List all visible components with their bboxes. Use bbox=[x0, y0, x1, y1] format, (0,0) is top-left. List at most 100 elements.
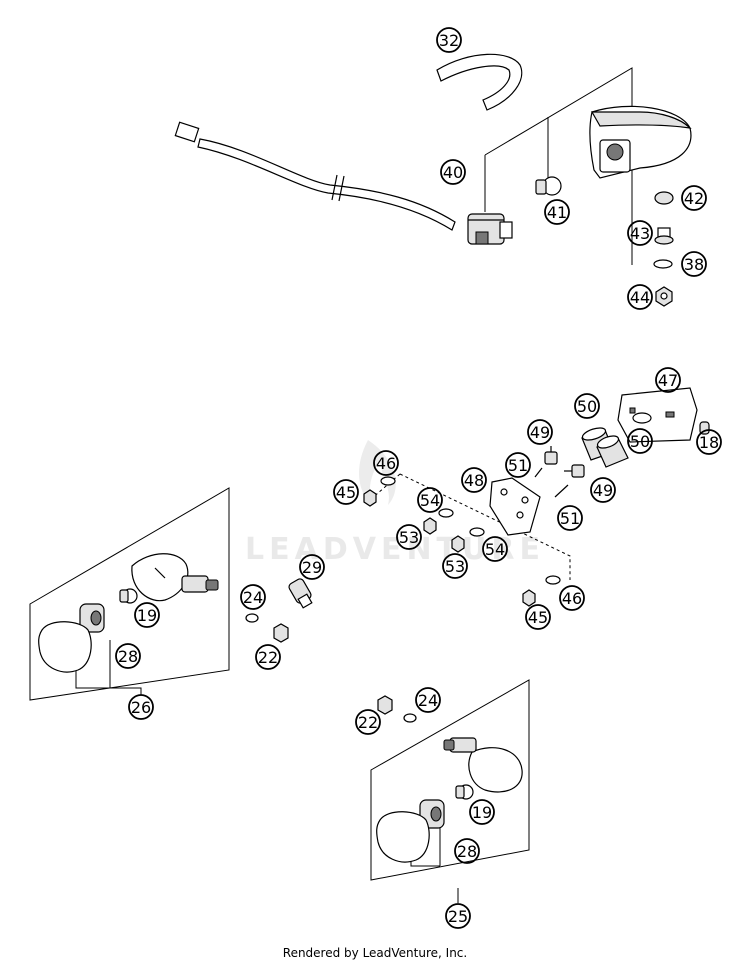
callout-46-upper-label: 46 bbox=[376, 454, 396, 473]
top-assembly bbox=[174, 53, 692, 307]
callout-49-upper-label: 49 bbox=[530, 423, 550, 442]
callout-41-label: 41 bbox=[547, 203, 567, 222]
callout-53-upper-label: 53 bbox=[399, 528, 419, 547]
left-turn-signal-assembly bbox=[29, 487, 313, 701]
callout-26-label: 26 bbox=[131, 698, 151, 717]
callout-51-lower: 51 bbox=[557, 505, 583, 531]
washer-part-54b bbox=[469, 527, 485, 537]
wire-harness-part bbox=[197, 138, 456, 231]
callout-48: 48 bbox=[461, 467, 487, 493]
turn-lens-part bbox=[38, 621, 92, 673]
callout-50-upper: 50 bbox=[574, 393, 600, 419]
callout-19-left: 19 bbox=[134, 602, 160, 628]
washer-part-46b bbox=[545, 575, 561, 585]
callout-48-label: 48 bbox=[464, 471, 484, 490]
right-turn-signal-assembly bbox=[370, 679, 530, 903]
turn-signal-body-part-right bbox=[443, 737, 523, 793]
callout-54-upper: 54 bbox=[417, 487, 443, 513]
watermark-flame-icon bbox=[359, 440, 396, 505]
callout-42: 42 bbox=[681, 185, 707, 211]
bracket-part bbox=[489, 477, 541, 536]
callout-50-lower-label: 50 bbox=[630, 432, 650, 451]
callout-22-right-label: 22 bbox=[358, 713, 378, 732]
callout-29-label: 29 bbox=[302, 558, 322, 577]
callout-38-label: 38 bbox=[684, 255, 704, 274]
callout-24-left: 24 bbox=[240, 584, 266, 610]
callout-45-upper-label: 45 bbox=[336, 483, 356, 502]
bolt-part-lower bbox=[564, 464, 585, 478]
callout-41: 41 bbox=[544, 199, 570, 225]
washer-part-54a bbox=[438, 508, 454, 518]
damper-part-lower bbox=[596, 435, 629, 468]
washer-part bbox=[653, 259, 673, 269]
callout-49-lower: 49 bbox=[590, 477, 616, 503]
callout-49-lower-label: 49 bbox=[593, 481, 613, 500]
callout-44: 44 bbox=[627, 284, 653, 310]
callout-47: 47 bbox=[655, 367, 681, 393]
stud-part bbox=[288, 578, 313, 609]
callout-38: 38 bbox=[681, 251, 707, 277]
callout-32: 32 bbox=[436, 27, 462, 53]
callout-43-label: 43 bbox=[630, 224, 650, 243]
turn-bulb-part-right bbox=[455, 784, 474, 800]
callout-44-label: 44 bbox=[630, 288, 650, 307]
nut-part-45a bbox=[363, 489, 377, 507]
bulb-socket-part bbox=[467, 213, 513, 245]
washer-part-46a bbox=[380, 476, 396, 486]
callout-26: 26 bbox=[128, 694, 154, 720]
nut-part-45b bbox=[522, 589, 536, 607]
turn-signal-body-part bbox=[131, 553, 219, 602]
callout-49-upper: 49 bbox=[527, 419, 553, 445]
callout-46-lower: 46 bbox=[559, 585, 585, 611]
callout-24-right-label: 24 bbox=[418, 691, 438, 710]
callout-54-lower: 54 bbox=[482, 536, 508, 562]
nut-part-53a bbox=[423, 517, 437, 535]
callout-19-right-label: 19 bbox=[472, 803, 492, 822]
footer-credit: Rendered by LeadVenture, Inc. bbox=[282, 946, 468, 960]
callout-43: 43 bbox=[627, 220, 653, 246]
callout-51-upper: 51 bbox=[505, 452, 531, 478]
callout-47-label: 47 bbox=[658, 371, 678, 390]
nut-part-53b bbox=[451, 535, 465, 553]
callout-32-label: 32 bbox=[439, 31, 459, 50]
callout-51-lower-label: 51 bbox=[560, 509, 580, 528]
callout-25: 25 bbox=[445, 903, 471, 929]
callout-50-lower: 50 bbox=[627, 428, 653, 454]
callout-45-lower: 45 bbox=[525, 604, 551, 630]
bolt-part-upper bbox=[544, 446, 558, 465]
bulb-part bbox=[535, 176, 562, 196]
turn-lens-part-right bbox=[376, 811, 430, 863]
callout-54-lower-label: 54 bbox=[485, 540, 505, 559]
callout-22-left: 22 bbox=[255, 644, 281, 670]
nut-part-22-left bbox=[273, 623, 289, 643]
headlight-housing-part bbox=[589, 105, 692, 179]
grommet-part bbox=[654, 191, 674, 205]
callout-28-right: 28 bbox=[454, 838, 480, 864]
spacer-part bbox=[654, 227, 674, 245]
callout-40-label: 40 bbox=[443, 163, 463, 182]
callout-25-label: 25 bbox=[448, 907, 468, 926]
callout-42-label: 42 bbox=[684, 189, 704, 208]
callout-22-right: 22 bbox=[355, 709, 381, 735]
callout-29: 29 bbox=[299, 554, 325, 580]
callout-18: 18 bbox=[696, 429, 722, 455]
screw-part-lower bbox=[554, 484, 569, 498]
callout-46-lower-label: 46 bbox=[562, 589, 582, 608]
callout-46-upper: 46 bbox=[373, 450, 399, 476]
callout-19-right: 19 bbox=[469, 799, 495, 825]
callout-54-upper-label: 54 bbox=[420, 491, 440, 510]
callout-28-right-label: 28 bbox=[457, 842, 477, 861]
callout-19-left-label: 19 bbox=[137, 606, 157, 625]
screw-part-upper bbox=[534, 467, 543, 478]
callout-24-left-label: 24 bbox=[243, 588, 263, 607]
turn-bulb-part bbox=[119, 588, 138, 604]
callout-45-lower-label: 45 bbox=[528, 608, 548, 627]
callout-18-label: 18 bbox=[699, 433, 719, 452]
callout-53-upper: 53 bbox=[396, 524, 422, 550]
callout-40: 40 bbox=[440, 159, 466, 185]
washer-part-24-right bbox=[403, 713, 417, 723]
callout-24-right: 24 bbox=[415, 687, 441, 713]
callout-28-left: 28 bbox=[115, 643, 141, 669]
callout-45-upper: 45 bbox=[333, 479, 359, 505]
